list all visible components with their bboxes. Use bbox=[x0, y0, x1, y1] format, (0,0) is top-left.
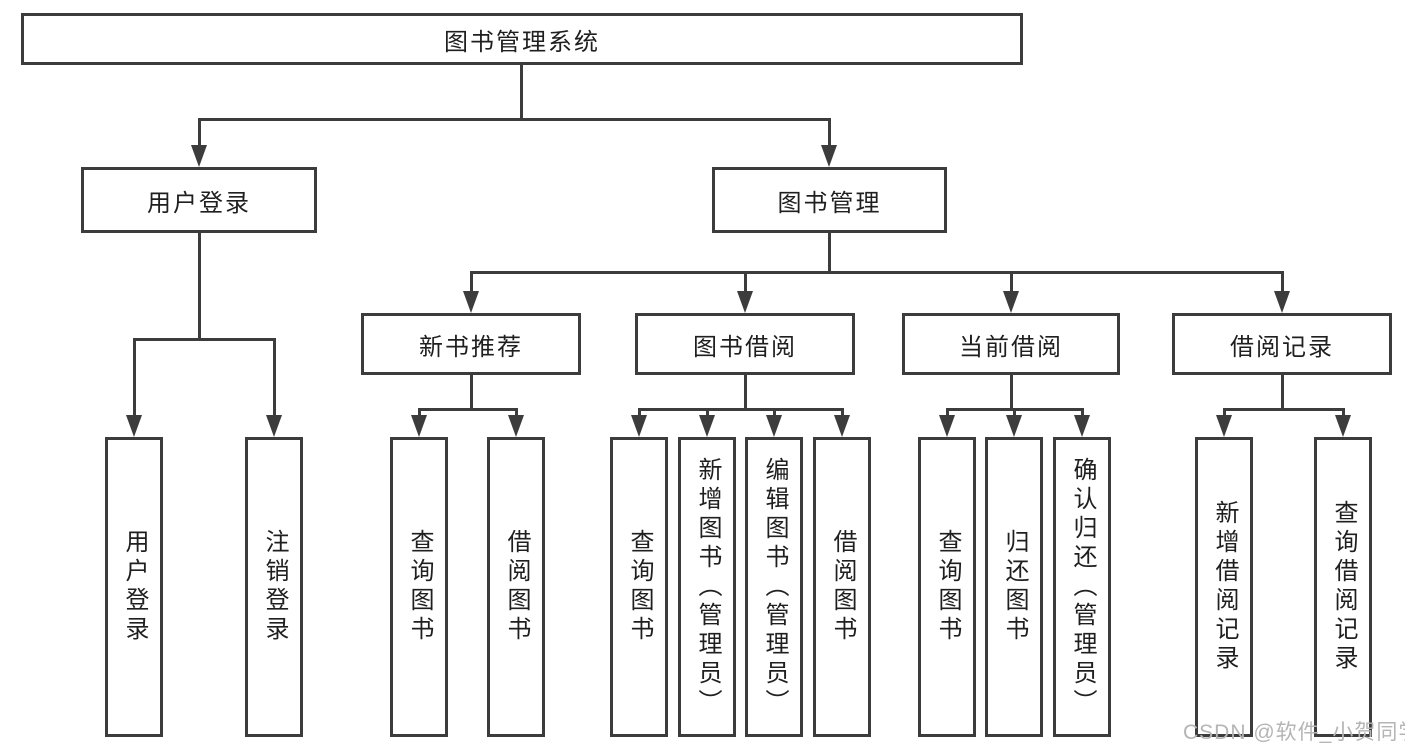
leaf-borrow-borrow-books: 借阅图书 bbox=[813, 437, 871, 737]
connector-line bbox=[470, 271, 1284, 274]
leaf-recommend-borrow-books: 借阅图书 bbox=[487, 437, 545, 737]
connector-line bbox=[744, 271, 747, 293]
connector-line bbox=[520, 65, 523, 118]
connector-line bbox=[1223, 408, 1226, 418]
arrowhead-down-icon bbox=[411, 415, 427, 437]
node-label: 查询图书 bbox=[406, 529, 433, 645]
node-label: 图书管理 bbox=[777, 189, 882, 217]
node-label: 借阅图书 bbox=[829, 529, 856, 645]
arrowhead-down-icon bbox=[1003, 291, 1019, 313]
arrowhead-down-icon bbox=[126, 415, 142, 437]
arrowhead-down-icon bbox=[266, 415, 282, 437]
connector-line bbox=[470, 375, 473, 408]
watermark: CSDN @软件_小贺同学 bbox=[1183, 721, 1405, 744]
connector-line bbox=[418, 408, 421, 418]
arrowhead-down-icon bbox=[1074, 415, 1090, 437]
connector-line bbox=[638, 408, 641, 418]
node-label: 用户登录 bbox=[147, 189, 251, 217]
arrowhead-down-icon bbox=[631, 415, 647, 437]
connector-line bbox=[638, 408, 844, 411]
arrowhead-down-icon bbox=[821, 145, 837, 167]
node-label: 编辑图书（管理员） bbox=[761, 456, 788, 718]
node-label: 注销登录 bbox=[261, 529, 288, 645]
node-user-login: 用户登录 bbox=[81, 167, 317, 233]
node-current-borrow: 当前借阅 bbox=[902, 313, 1120, 375]
leaf-records-add-record: 新增借阅记录 bbox=[1195, 437, 1253, 737]
node-label: 确认归还（管理员） bbox=[1069, 456, 1096, 718]
node-label: 用户登录 bbox=[121, 529, 148, 645]
node-book-borrow: 图书借阅 bbox=[635, 313, 855, 375]
arrowhead-down-icon bbox=[1274, 291, 1290, 313]
connector-line bbox=[1081, 408, 1084, 418]
leaf-recommend-query-books: 查询图书 bbox=[390, 437, 448, 737]
node-label: 新增借阅记录 bbox=[1211, 500, 1238, 674]
connector-line bbox=[1281, 375, 1284, 408]
arrowhead-down-icon bbox=[1335, 415, 1351, 437]
connector-line bbox=[1013, 408, 1016, 418]
node-label: 新增图书（管理员） bbox=[694, 456, 721, 718]
connector-line bbox=[133, 338, 276, 341]
node-label: 查询图书 bbox=[934, 529, 961, 645]
leaf-current-return-books: 归还图书 bbox=[985, 437, 1043, 737]
connector-line bbox=[1342, 408, 1345, 418]
connector-line bbox=[133, 338, 136, 417]
leaf-current-confirm-return-admin: 确认归还（管理员） bbox=[1053, 437, 1111, 737]
connector-line bbox=[946, 408, 949, 418]
node-borrow-records: 借阅记录 bbox=[1172, 313, 1392, 375]
node-label: 借阅记录 bbox=[1230, 333, 1334, 361]
node-label: 图书借阅 bbox=[693, 333, 797, 361]
arrowhead-down-icon bbox=[939, 415, 955, 437]
leaf-borrow-edit-books-admin: 编辑图书（管理员） bbox=[745, 437, 803, 737]
connector-line bbox=[828, 118, 831, 147]
connector-line bbox=[198, 118, 831, 121]
arrowhead-down-icon bbox=[699, 415, 715, 437]
connector-line bbox=[1281, 271, 1284, 293]
connector-line bbox=[1010, 271, 1013, 293]
arrowhead-down-icon bbox=[834, 415, 850, 437]
node-book-management: 图书管理 bbox=[712, 167, 947, 233]
connector-line bbox=[773, 408, 776, 418]
connector-line bbox=[198, 118, 201, 147]
node-label: 借阅图书 bbox=[503, 529, 530, 645]
arrowhead-down-icon bbox=[1216, 415, 1232, 437]
arrowhead-down-icon bbox=[463, 291, 479, 313]
connector-line bbox=[1010, 375, 1013, 408]
arrowhead-down-icon bbox=[766, 415, 782, 437]
connector-line bbox=[841, 408, 844, 418]
node-label: 新书推荐 bbox=[419, 333, 523, 361]
node-label: 查询图书 bbox=[626, 529, 653, 645]
connector-line bbox=[198, 233, 201, 338]
arrowhead-down-icon bbox=[191, 145, 207, 167]
connector-line bbox=[828, 233, 831, 271]
leaf-user-login: 用户登录 bbox=[105, 437, 163, 737]
arrowhead-down-icon bbox=[737, 291, 753, 313]
node-label: 当前借阅 bbox=[959, 333, 1063, 361]
arrowhead-down-icon bbox=[1006, 415, 1022, 437]
connector-line bbox=[515, 408, 518, 418]
leaf-borrow-query-books: 查询图书 bbox=[610, 437, 668, 737]
leaf-current-query-books: 查询图书 bbox=[918, 437, 976, 737]
leaf-borrow-add-books-admin: 新增图书（管理员） bbox=[678, 437, 736, 737]
leaf-records-query-record: 查询借阅记录 bbox=[1314, 437, 1372, 737]
node-label: 归还图书 bbox=[1001, 529, 1028, 645]
connector-line bbox=[273, 338, 276, 417]
node-root-system: 图书管理系统 bbox=[21, 13, 1023, 65]
node-new-book-recommend: 新书推荐 bbox=[361, 313, 581, 375]
node-label: 图书管理系统 bbox=[444, 28, 600, 56]
connector-line bbox=[418, 408, 518, 411]
connector-line bbox=[744, 375, 747, 408]
connector-line bbox=[470, 271, 473, 293]
connector-line bbox=[1223, 408, 1345, 411]
arrowhead-down-icon bbox=[508, 415, 524, 437]
leaf-logout: 注销登录 bbox=[245, 437, 303, 737]
connector-line bbox=[706, 408, 709, 418]
node-label: 查询借阅记录 bbox=[1330, 500, 1357, 674]
